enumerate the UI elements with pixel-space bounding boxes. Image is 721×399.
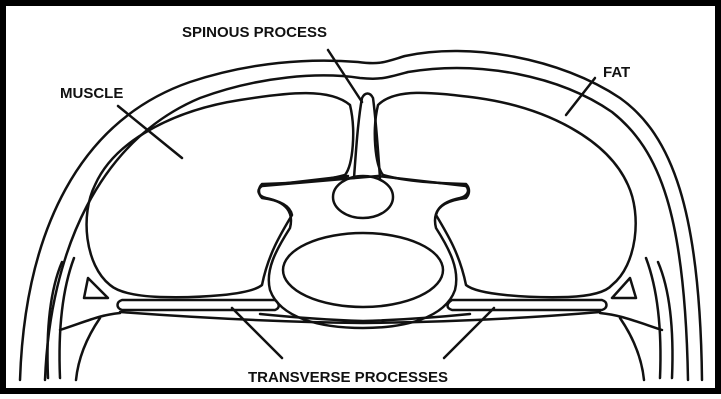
left-muscle — [87, 93, 354, 297]
right-lateral-strip-low — [620, 318, 644, 380]
left-lateral-strip-inner — [60, 258, 74, 378]
vertebral-body — [283, 233, 443, 307]
fat-leader — [566, 78, 595, 115]
muscle-leader — [118, 106, 182, 158]
right-muscle — [375, 93, 636, 297]
fat-inner-contour — [45, 68, 688, 380]
fascia-line-4 — [600, 313, 662, 330]
label-spinous-process: SPINOUS PROCESS — [182, 24, 327, 41]
left-lateral-strip-low — [76, 318, 100, 380]
label-fat: FAT — [603, 64, 630, 81]
fascia-line-3 — [60, 313, 120, 330]
left-transverse-process — [118, 300, 279, 310]
right-lateral-strip-inner — [646, 258, 660, 378]
spinous-process — [354, 94, 380, 179]
label-transverse-processes: TRANSVERSE PROCESSES — [248, 369, 448, 386]
label-muscle: MUSCLE — [60, 85, 123, 102]
right-transverse-process — [448, 300, 607, 310]
vertebra-outline — [259, 176, 468, 328]
vertebral-foramen-upper — [333, 176, 393, 218]
